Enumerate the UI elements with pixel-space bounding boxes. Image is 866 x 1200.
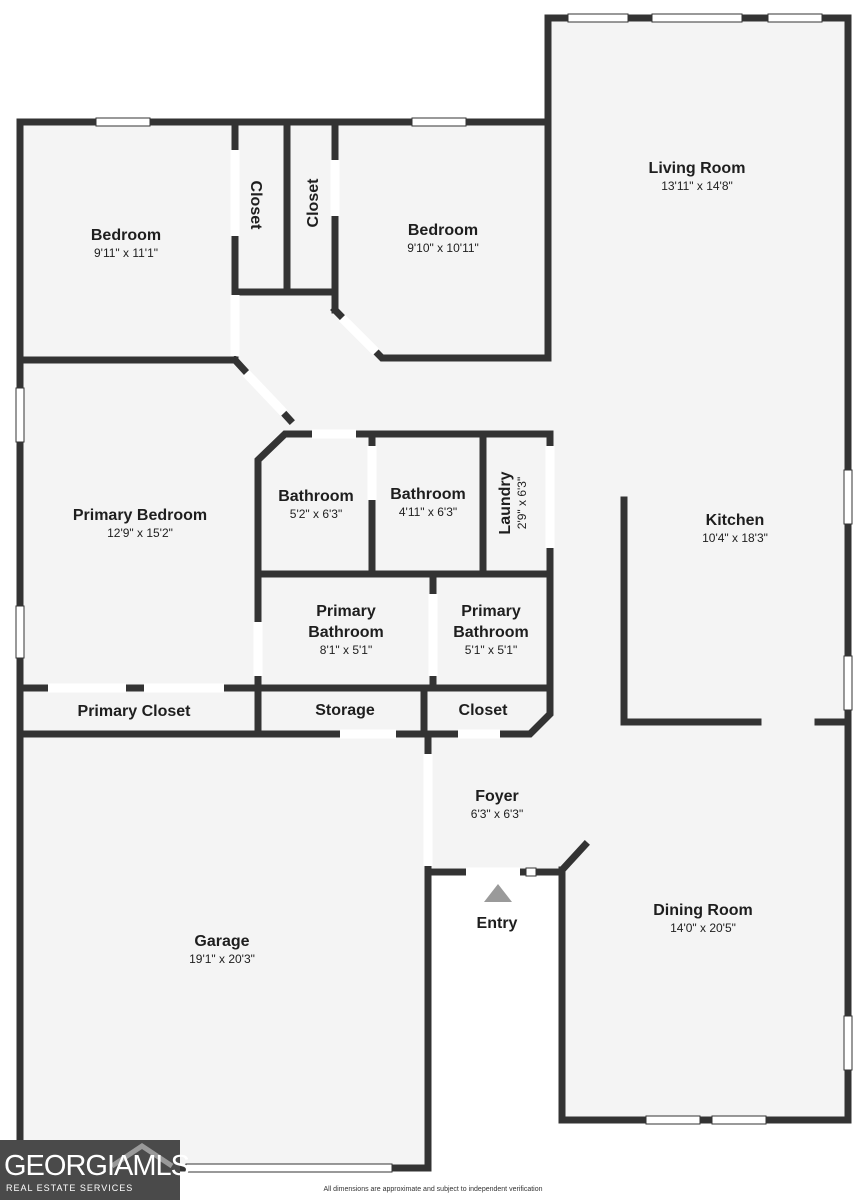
bathroom-2-dim: 4'11" x 6'3" xyxy=(399,505,457,519)
foyer-dim: 6'3" x 6'3" xyxy=(471,807,523,821)
room-labels: Living Room 13'11" x 14'8" Bedroom 9'11"… xyxy=(73,160,768,966)
laundry-name: Laundry xyxy=(497,471,514,534)
dining-room-dim: 14'0" x 20'5" xyxy=(670,921,736,935)
bathroom-1-name: Bathroom xyxy=(278,488,354,505)
primary-bathroom-2-name-line1: Primary xyxy=(461,603,521,620)
primary-bathroom-2-dim: 5'1" x 5'1" xyxy=(465,643,517,657)
living-room-dim: 13'11" x 14'8" xyxy=(661,179,733,193)
primary-bathroom-1-dim: 8'1" x 5'1" xyxy=(320,643,372,657)
primary-bathroom-1-name-line1: Primary xyxy=(316,603,376,620)
windows xyxy=(15,13,853,1173)
living-room-name: Living Room xyxy=(649,160,746,177)
bathroom-2-name: Bathroom xyxy=(390,486,466,503)
bedroom-2-name: Bedroom xyxy=(408,222,478,239)
foyer-name: Foyer xyxy=(475,788,519,805)
closet-2-name: Closet xyxy=(305,178,322,228)
bedroom-2-dim: 9'10" x 10'11" xyxy=(407,241,479,255)
kitchen-name: Kitchen xyxy=(706,512,765,529)
bathroom-1-dim: 5'2" x 6'3" xyxy=(290,507,342,521)
primary-bedroom-name: Primary Bedroom xyxy=(73,507,207,524)
garage-name: Garage xyxy=(194,933,249,950)
disclaimer-text: All dimensions are approximate and subje… xyxy=(323,1186,543,1193)
door-openings xyxy=(48,150,555,877)
kitchen-dim: 10'4" x 18'3" xyxy=(702,531,768,545)
entry-arrow-icon xyxy=(484,884,512,902)
primary-bathroom-1-name-line2: Bathroom xyxy=(308,624,384,641)
dining-room-name: Dining Room xyxy=(653,902,753,919)
laundry-dim: 2'9" x 6'3" xyxy=(515,477,529,529)
logo-brand: GEORGIAMLS xyxy=(4,1150,190,1182)
primary-closet-name: Primary Closet xyxy=(78,703,192,720)
logo-subtitle: REAL ESTATE SERVICES xyxy=(6,1183,134,1193)
georgiamls-logo: GEORGIAMLS REAL ESTATE SERVICES xyxy=(0,1140,190,1200)
closet-3-name: Closet xyxy=(459,702,509,719)
bedroom-1-name: Bedroom xyxy=(91,227,161,244)
roof-icon xyxy=(110,1142,174,1169)
garage-dim: 19'1" x 20'3" xyxy=(189,952,255,966)
bedroom-1-dim: 9'11" x 11'1" xyxy=(94,246,158,260)
storage-name: Storage xyxy=(315,702,375,719)
entry-label: Entry xyxy=(477,915,518,932)
primary-bathroom-2-name-line2: Bathroom xyxy=(453,624,529,641)
closet-1-name: Closet xyxy=(247,181,264,231)
primary-bedroom-dim: 12'9" x 15'2" xyxy=(107,526,173,540)
